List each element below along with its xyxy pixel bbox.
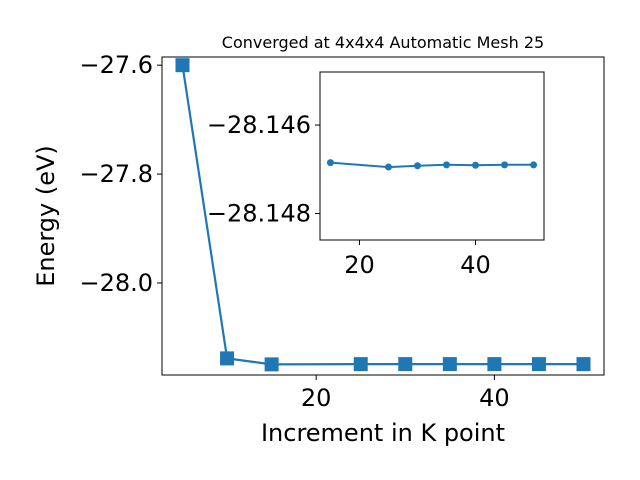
inset-axes-frame [319, 71, 545, 241]
main-plot-area [175, 58, 591, 372]
inset-data-point [443, 161, 451, 169]
inset-x-tick-label: 20 [344, 251, 375, 279]
main-y-tick-label: −28.0 [79, 269, 153, 297]
inset-data-point [326, 159, 334, 167]
main-data-point [353, 357, 368, 372]
inset-y-tick-label: −28.146 [207, 111, 311, 139]
inset-background [320, 72, 544, 240]
y-axis-label: Energy (eV) [32, 145, 60, 287]
inset-data-point [530, 161, 538, 169]
main-y-tick-label: −27.6 [79, 51, 153, 79]
chart-title: Converged at 4x4x4 Automatic Mesh 25 [222, 33, 544, 52]
main-ticks: 20 40 −27.6 −27.8 −28.0 [79, 51, 509, 412]
main-data-point [487, 357, 502, 372]
inset-y-tick-label: −28.148 [207, 199, 311, 227]
main-data-point [576, 357, 591, 372]
main-x-tick-label: 20 [301, 384, 332, 412]
x-axis-label: Increment in K point [261, 419, 505, 447]
main-data-point [220, 351, 235, 366]
inset-data-point [501, 161, 509, 169]
inset-data-point [384, 163, 392, 171]
main-data-point [264, 357, 279, 372]
inset-plot-area [326, 159, 538, 171]
main-y-tick-label: −27.8 [79, 160, 153, 188]
inset-data-point [472, 161, 480, 169]
inset-ticks: 20 40 −28.148 −28.146 [207, 111, 491, 279]
main-data-point [442, 357, 457, 372]
main-data-point [398, 357, 413, 372]
main-data-point [175, 58, 190, 73]
main-data-point [531, 357, 546, 372]
inset-x-tick-label: 40 [460, 251, 491, 279]
main-x-tick-label: 40 [479, 384, 510, 412]
main-axes-frame [161, 56, 605, 376]
inset-data-point [413, 162, 421, 170]
